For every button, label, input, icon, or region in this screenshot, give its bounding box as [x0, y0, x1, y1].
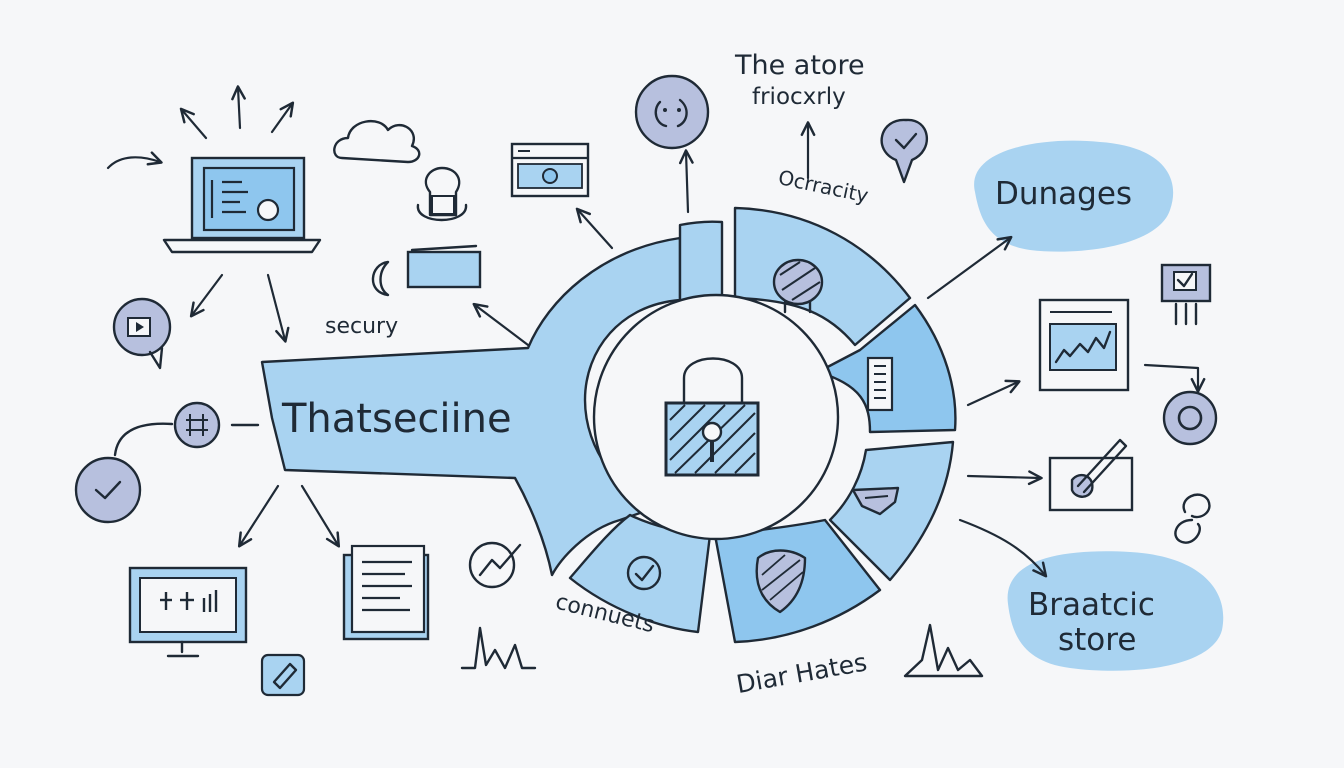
- grid-circle-icon: [173, 401, 221, 449]
- bottom-right-label: Diar Hates: [734, 648, 869, 699]
- person-desk-icon: [406, 166, 482, 289]
- pen-small-icon: [260, 653, 306, 697]
- round-pad-icon: [772, 258, 824, 314]
- bubble-bottom-line2: store: [1058, 622, 1136, 658]
- smiley-bubble-icon: [634, 74, 710, 150]
- bubble-bottom-line1: Braatcic: [1028, 587, 1155, 623]
- mini-chart-icon: [460, 626, 537, 670]
- browser-window-icon: [510, 142, 590, 198]
- security-label: secury: [325, 314, 398, 339]
- barcode-icon: [866, 356, 894, 412]
- chain-link-icon: [1174, 493, 1211, 544]
- ring-icon: [1162, 390, 1218, 446]
- top-title-line1: The atore: [734, 50, 865, 81]
- check-bubble-icon: [880, 118, 928, 184]
- top-title-line2: friocxrly: [752, 84, 846, 110]
- moon-icon: [371, 260, 390, 297]
- bubble-bottom: [1007, 551, 1224, 671]
- lock-icon: [664, 357, 760, 477]
- document-icon: [342, 544, 430, 641]
- pen-checkbox-icon: [1048, 438, 1134, 512]
- chart-window-icon: [1038, 298, 1130, 392]
- shield-icon: [755, 549, 807, 614]
- spike-chart-icon: [903, 623, 984, 678]
- cloud-icon: [333, 120, 421, 164]
- laptop-icon: [162, 156, 322, 254]
- check-circle-icon: [74, 456, 142, 524]
- bubble-top: [974, 140, 1174, 252]
- main-banner-text: Thatseciine: [281, 396, 512, 442]
- chip-icon: [851, 486, 900, 516]
- monitor-chart-icon: [128, 566, 248, 658]
- video-bubble-icon: [112, 297, 172, 370]
- key-banner: [260, 236, 682, 577]
- chip-checkbox-icon: [1160, 263, 1212, 326]
- check-icon: [626, 555, 662, 591]
- arc-label: Ocrracity: [776, 165, 870, 207]
- small-check-icon: [468, 541, 522, 589]
- bubble-top-text: Dunages: [995, 176, 1132, 212]
